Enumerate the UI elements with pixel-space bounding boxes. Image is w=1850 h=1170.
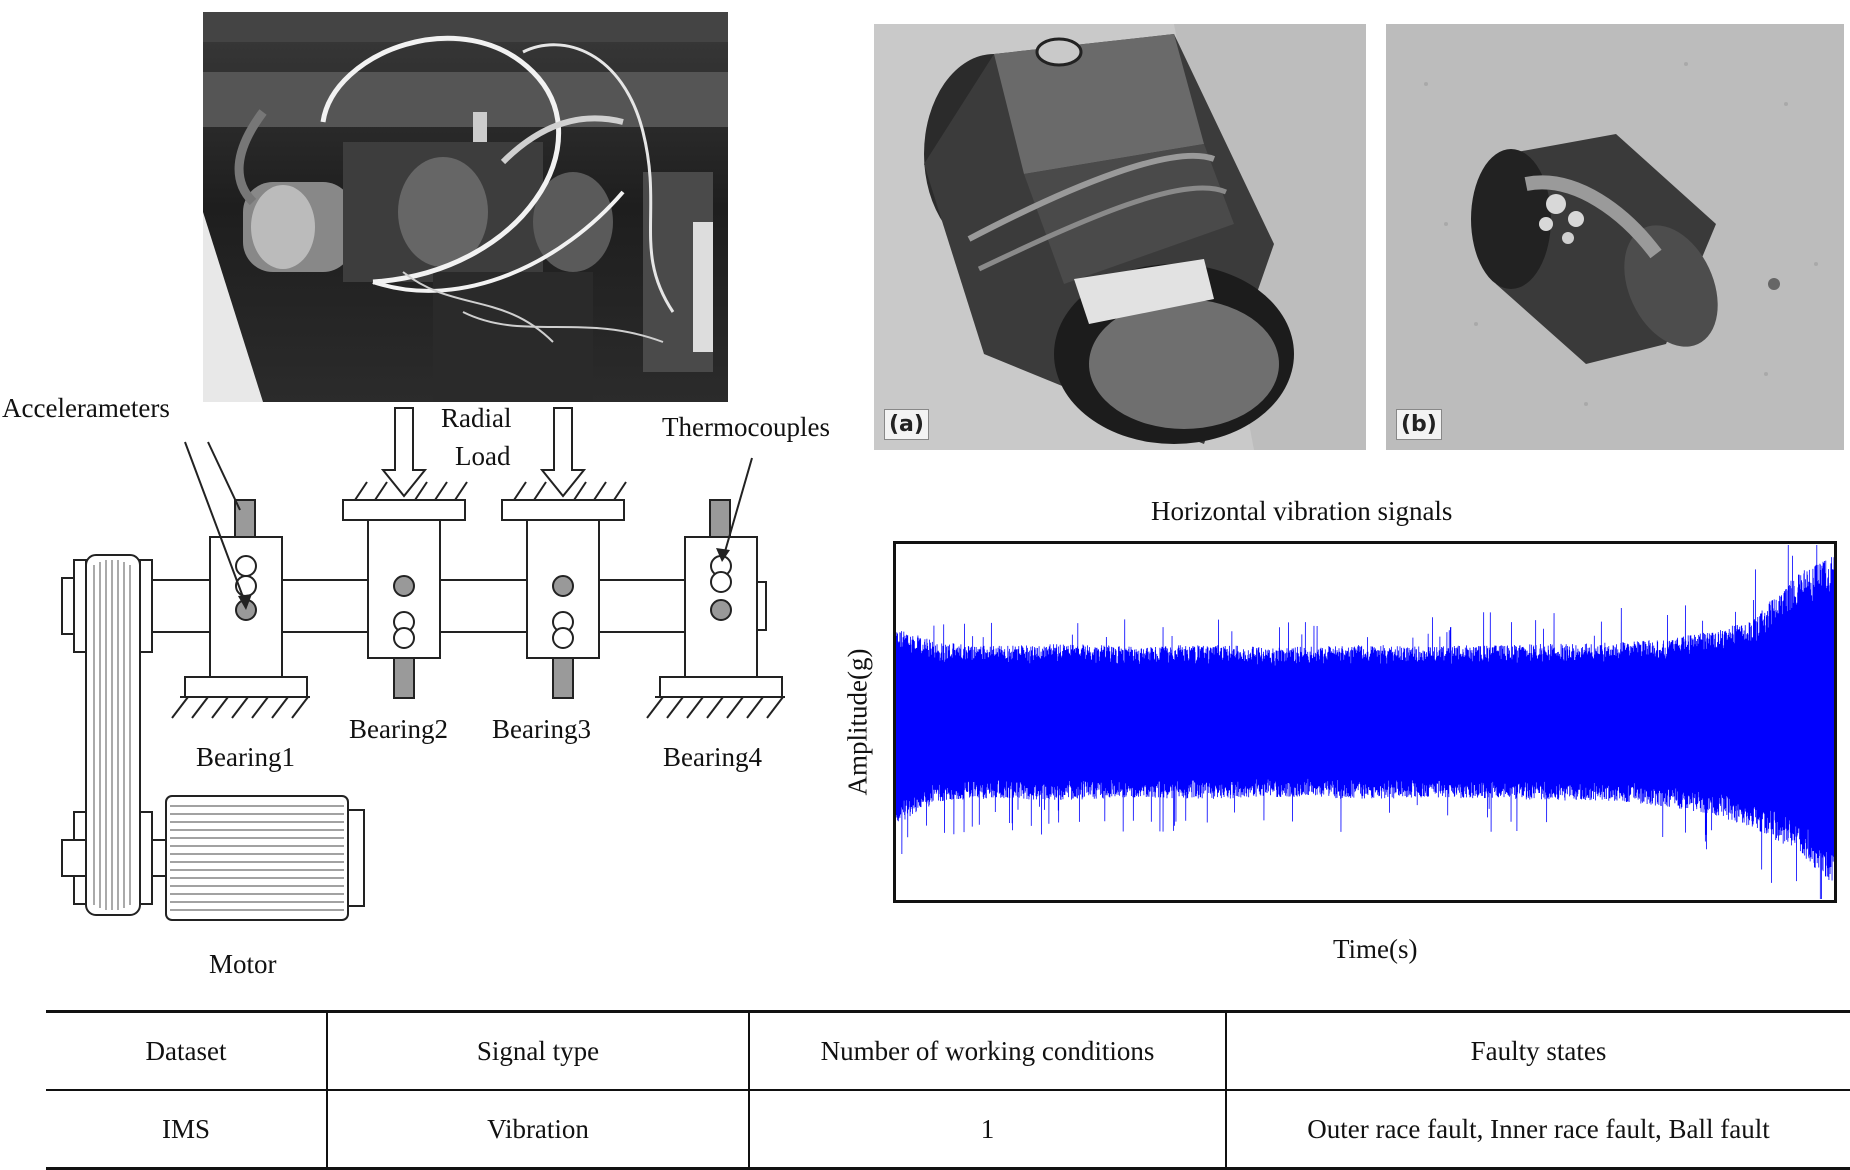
arrowhead-icon: [238, 594, 252, 610]
table-header-cell: Number of working conditions: [748, 1010, 1226, 1091]
arrowhead-icon: [716, 548, 730, 562]
bearing2-label: Bearing2: [349, 714, 448, 744]
table-row: IMS Vibration 1 Outer race fault, Inner …: [46, 1090, 1850, 1170]
motor-label: Motor: [209, 949, 277, 979]
table-cell: 1: [748, 1090, 1226, 1170]
dataset-table: Dataset Signal type Number of working co…: [46, 1010, 1850, 1170]
vibration-signal-series: [896, 544, 1834, 900]
ball-fault-photo: (b): [1386, 24, 1844, 450]
chart-y-axis-label: Amplitude(g): [842, 648, 873, 796]
table-cell: Outer race fault, Inner race fault, Ball…: [1225, 1090, 1850, 1170]
table-header-cell: Faulty states: [1225, 1010, 1850, 1091]
thermocouples-label: Thermocouples: [662, 412, 830, 442]
bearing1-label: Bearing1: [196, 742, 295, 772]
chart-title: Horizontal vibration signals: [1151, 496, 1453, 526]
radial-load-label-line1: Radial: [441, 403, 512, 433]
outer-race-fault-photo: (a): [874, 24, 1366, 450]
table-header-row: Dataset Signal type Number of working co…: [46, 1010, 1850, 1091]
vibration-signal-plot: [893, 541, 1837, 903]
panel-b-tag: (b): [1396, 409, 1442, 440]
table-header-cell: Signal type: [326, 1010, 749, 1091]
test-rig-photo: [203, 12, 728, 402]
panel-a-tag: (a): [884, 409, 929, 440]
accelerometers-label: Accelerameters: [2, 393, 170, 423]
bearing3-label: Bearing3: [492, 714, 591, 744]
table-cell: Vibration: [326, 1090, 749, 1170]
table-header-cell: Dataset: [46, 1010, 327, 1091]
bearing4-label: Bearing4: [663, 742, 762, 772]
radial-load-label-line2: Load: [455, 441, 511, 471]
chart-x-axis-label: Time(s): [1333, 934, 1418, 964]
bearing-test-rig-schematic: [61, 407, 785, 921]
table-cell: IMS: [46, 1090, 327, 1170]
